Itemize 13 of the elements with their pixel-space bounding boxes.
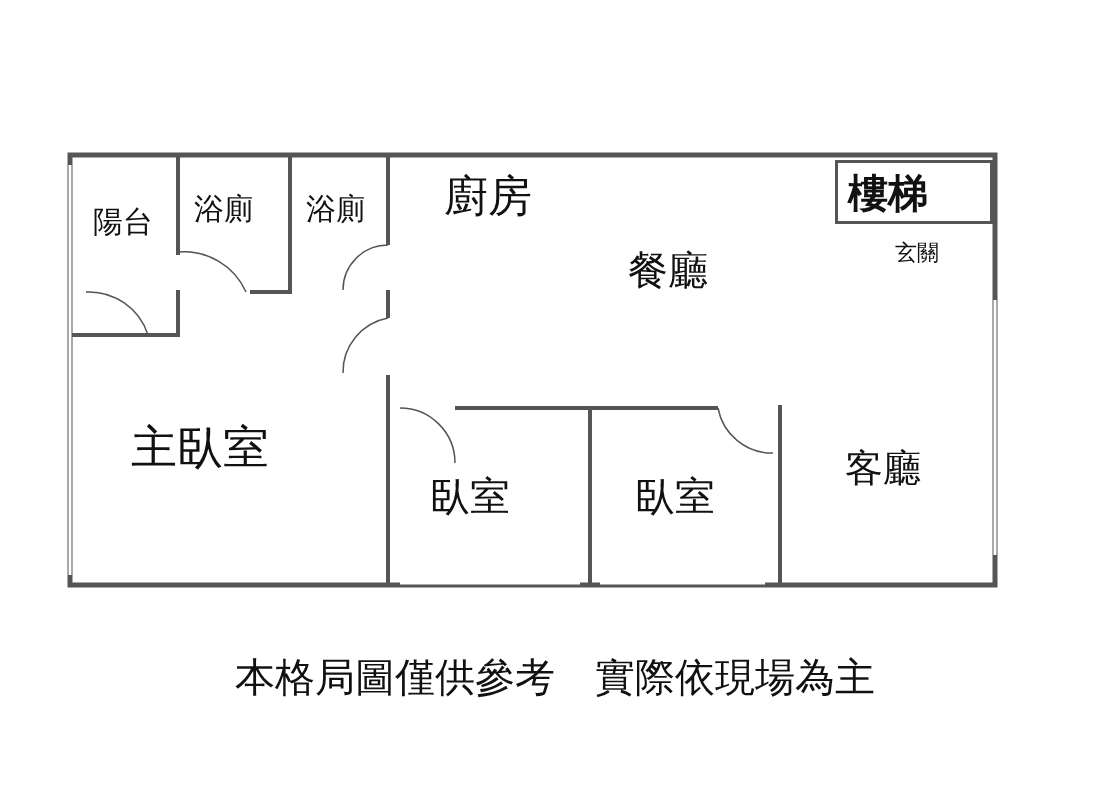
room-label: 玄關 [895, 239, 939, 267]
room-label: 臥室 [430, 474, 510, 518]
room-label: 主臥室 [131, 422, 269, 473]
room-label: 臥室 [635, 474, 715, 518]
room-label: 樓梯 [848, 171, 928, 215]
room-label: 餐廳 [628, 248, 708, 292]
room-label: 浴廁 [194, 192, 254, 225]
room-label: 客廳 [845, 448, 921, 490]
room-label: 陽台 [93, 205, 153, 238]
room-label: 廚房 [444, 172, 532, 221]
stair-box [835, 160, 993, 224]
caption: 本格局圖僅供參考 實際依現場為主 [233, 653, 876, 702]
room-label: 浴廁 [306, 192, 366, 225]
